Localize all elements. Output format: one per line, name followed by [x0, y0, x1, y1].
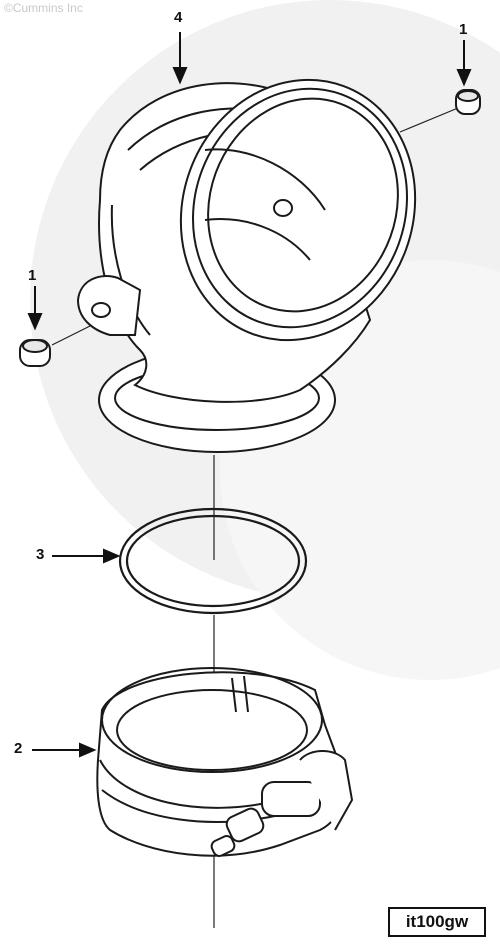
connection-elbow [76, 78, 417, 453]
callout-clamp: 2 [14, 740, 23, 757]
copyright-notice: ©Cummins Inc [4, 1, 83, 15]
screw-top [455, 89, 481, 115]
callout-screw-top: 1 [459, 21, 468, 38]
drawing-id-label: it100gw [388, 907, 486, 937]
screw-left [19, 339, 51, 367]
callout-screw-left: 1 [28, 267, 37, 284]
callout-connection: 4 [174, 9, 183, 26]
seal-ring [118, 507, 308, 615]
callout-arrows [27, 32, 472, 758]
callout-seal-ring: 3 [36, 546, 45, 563]
v-band-clamp [96, 667, 354, 857]
